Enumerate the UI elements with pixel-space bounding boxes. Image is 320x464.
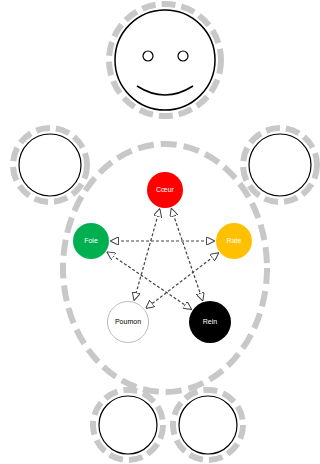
head-outline (109, 4, 221, 116)
eye (143, 51, 153, 61)
organ-label: Rate (227, 237, 242, 245)
control-arrow (134, 209, 159, 300)
organ-circle: Cœur (147, 172, 183, 208)
foot-circle (179, 396, 237, 454)
foot-circle (99, 396, 157, 454)
organ-circle: Foie (73, 223, 109, 259)
organ-label: Cœur (156, 186, 174, 194)
organ-circle: Poumon (107, 301, 149, 343)
hand-circle (249, 134, 311, 196)
control-arrow (146, 253, 218, 308)
organ-circle: Rate (216, 223, 252, 259)
organ-circle: Rein (189, 301, 231, 343)
control-arrow (171, 209, 202, 300)
foot-outline (173, 390, 243, 460)
hand-circle (19, 134, 81, 196)
control-arrow (111, 240, 214, 241)
hand-outline (243, 128, 317, 202)
smile (137, 86, 193, 95)
foot-outline (93, 390, 163, 460)
body-outline (63, 144, 267, 392)
organ-label: Rein (203, 318, 217, 326)
hand-outline (13, 128, 87, 202)
head-circle (115, 10, 215, 110)
control-arrow (108, 252, 191, 309)
eye (178, 51, 188, 61)
organ-label: Poumon (115, 318, 141, 326)
organ-label: Foie (84, 237, 98, 245)
